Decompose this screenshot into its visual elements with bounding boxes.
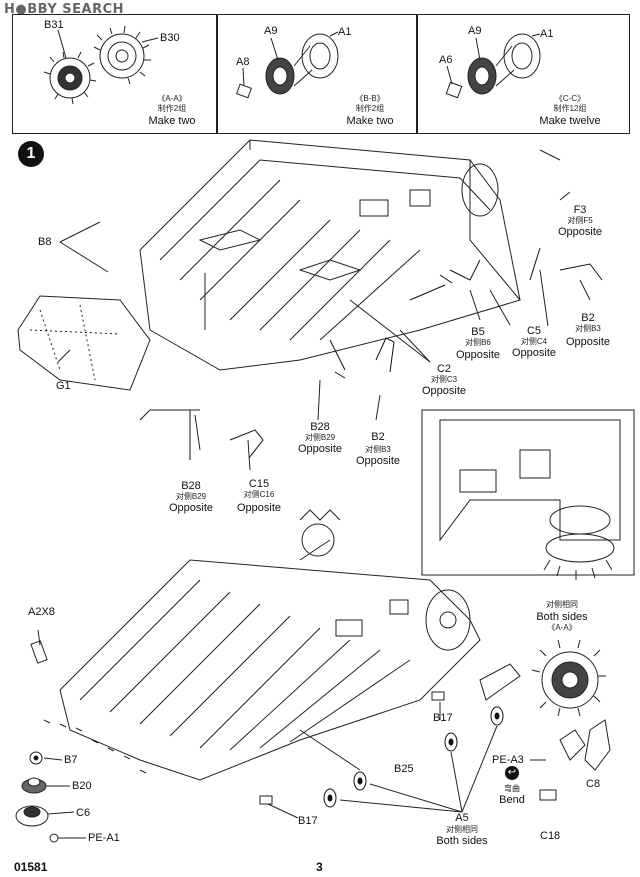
label-a6: A6	[439, 54, 453, 66]
label-c18: C18	[540, 830, 561, 842]
torsion-arms-upper	[189, 247, 603, 460]
cn-b5-opposite: 对侧B6	[465, 338, 491, 347]
leader-b30	[141, 37, 159, 43]
label-b17-left: B17	[298, 815, 318, 827]
section-aa-lower: 《A-A》	[547, 623, 577, 632]
label-pe-a3: PE-A3	[492, 754, 524, 766]
label-a1-cc: A1	[540, 28, 554, 40]
label-b20: B20	[72, 780, 92, 792]
en-c5-opposite: Opposite	[511, 347, 557, 359]
small-parts-column	[15, 629, 147, 843]
sprocket-lower-drawing	[531, 639, 606, 717]
cn-c2-opposite: 对侧C3	[430, 375, 458, 384]
label-b5: B5	[471, 326, 485, 338]
en-bend: Bend	[499, 794, 525, 806]
label-c15: C15	[248, 478, 270, 490]
cn-bothsides-aa: 对侧相同	[546, 600, 578, 609]
wheel-bb-drawing	[236, 33, 339, 99]
section-bb: 《B-B》	[355, 94, 385, 103]
en-bothsides-aa: Both sides	[536, 611, 588, 623]
cn-a5-bothsides: 对侧相同	[446, 825, 478, 834]
label-b30: B30	[160, 32, 180, 44]
sprocket-b31-drawing	[43, 51, 97, 105]
cn-make-two-aa: 制作2组	[157, 104, 187, 113]
cn-bend: 弯曲	[504, 784, 520, 793]
cn-b2-right-opposite: 对侧B3	[575, 324, 601, 333]
brand-watermark: H●BBY SEARCH	[4, 2, 125, 17]
label-a1-bb: A1	[338, 26, 352, 38]
en-b28-center-opposite: Opposite	[297, 443, 343, 455]
cn-f3-opposite: 对侧F5	[567, 216, 593, 225]
detail-inset-frame	[421, 409, 635, 576]
lower-hull-drawing	[59, 509, 481, 781]
panel-cc	[416, 14, 630, 134]
mudflap-g1	[17, 295, 151, 391]
cn-c5-opposite: 对侧C4	[520, 337, 548, 346]
en-a5-bothsides: Both sides	[436, 835, 488, 847]
bend-icon: ↩	[505, 766, 519, 780]
label-a5: A5	[455, 812, 469, 824]
cn-c15-opposite: 对侧C16	[243, 490, 275, 499]
panel-bb	[216, 14, 418, 134]
label-c6: C6	[76, 807, 91, 819]
cn-make-twelve: 制作12组	[553, 104, 587, 113]
en-b28-left-opposite: Opposite	[168, 502, 214, 514]
road-wheels-a5	[323, 706, 504, 808]
label-b31: B31	[44, 19, 64, 31]
label-a8: A8	[236, 56, 250, 68]
label-b17-right: B17	[433, 712, 453, 724]
label-pe-a1: PE-A1	[88, 832, 120, 844]
label-b2-center: B2	[371, 431, 385, 443]
label-a2x8: A2X8	[28, 606, 55, 618]
cn-b28-center-opposite: 对侧B29	[304, 433, 336, 442]
en-c2-opposite: Opposite	[421, 385, 467, 397]
label-c2: C2	[436, 363, 452, 375]
cn-make-two-bb: 制作2组	[355, 104, 385, 113]
bracket-parts	[259, 663, 611, 805]
kit-code: 01581	[14, 860, 48, 874]
label-b28-center: B28	[310, 421, 330, 433]
label-c8: C8	[586, 778, 601, 790]
en-c15-opposite: Opposite	[236, 502, 282, 514]
cn-b28-left-opposite: 对侧B29	[175, 492, 207, 501]
en-b2-right-opposite: Opposite	[565, 336, 611, 348]
en-b2-center-opposite: Opposite	[355, 455, 401, 467]
label-b25: B25	[394, 763, 414, 775]
label-b7: B7	[64, 754, 78, 766]
en-make-two-aa: Make two	[148, 115, 196, 127]
page-number: 3	[316, 860, 323, 874]
en-make-two-bb: Make two	[346, 115, 394, 127]
en-make-twelve: Make twelve	[539, 115, 601, 127]
label-c5: C5	[526, 325, 542, 337]
en-b5-opposite: Opposite	[455, 349, 501, 361]
label-b2-right: B2	[581, 312, 595, 324]
step-number-badge: 1	[18, 141, 44, 167]
upper-hull-drawing	[139, 139, 521, 371]
cn-b2-center-opposite: 对侧B3	[365, 445, 391, 454]
section-cc: 《C-C》	[554, 94, 586, 103]
section-aa: 《A-A》	[157, 94, 187, 103]
panel-aa	[12, 14, 218, 134]
leader-b31	[57, 29, 67, 59]
label-b28-left: B28	[181, 480, 201, 492]
label-a9-cc: A9	[468, 25, 482, 37]
label-f3: F3	[573, 204, 587, 216]
en-f3-opposite: Opposite	[557, 226, 603, 238]
wheel-cc-drawing	[445, 33, 541, 99]
sprocket-b30-drawing	[93, 25, 151, 85]
label-a9-bb: A9	[264, 25, 278, 37]
label-b8: B8	[38, 236, 52, 248]
label-g1: G1	[56, 380, 71, 392]
